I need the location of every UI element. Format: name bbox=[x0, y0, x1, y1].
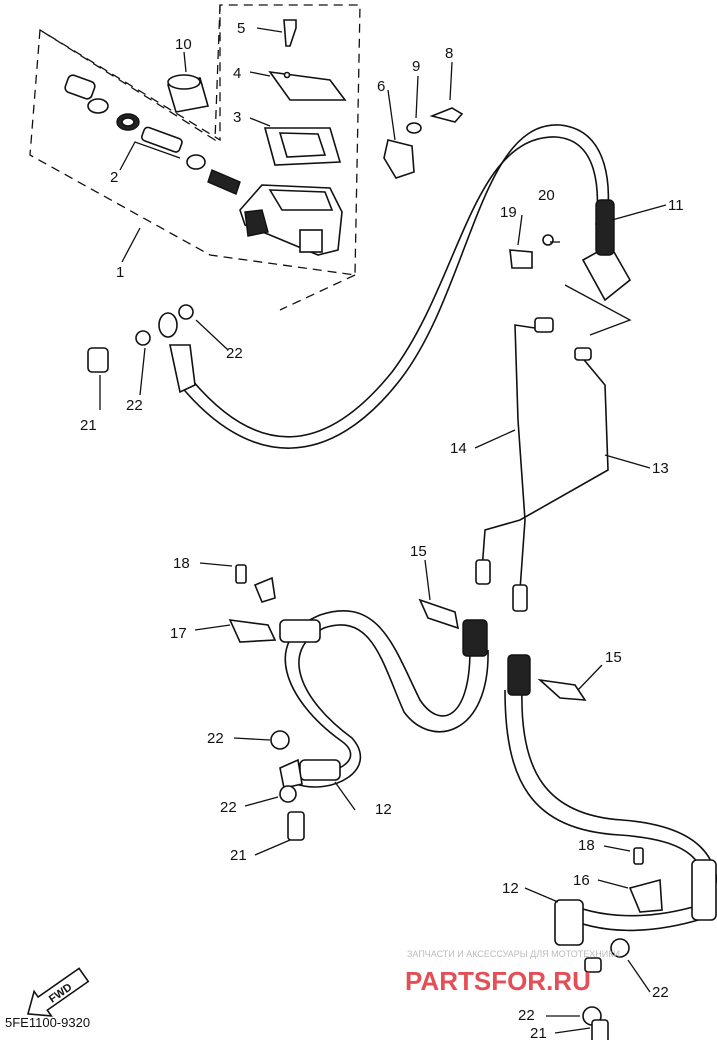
callout-10: 10 bbox=[175, 36, 192, 53]
callout-15b: 15 bbox=[605, 649, 622, 666]
master-cylinder bbox=[239, 19, 347, 256]
callout-5: 5 bbox=[237, 20, 245, 37]
callout-18a: 18 bbox=[173, 555, 190, 572]
callout-6: 6 bbox=[377, 78, 385, 95]
callout-12b: 12 bbox=[502, 880, 519, 897]
brake-hose-upper bbox=[158, 124, 610, 449]
callout-22e: 22 bbox=[518, 1007, 535, 1024]
master-cylinder-assembly-boundary bbox=[29, 4, 361, 311]
callout-20: 20 bbox=[538, 187, 555, 204]
callout-8: 8 bbox=[445, 45, 453, 62]
callout-labels: 1 2 3 4 5 6 8 9 10 11 12 12 13 14 15 15 … bbox=[80, 20, 684, 1040]
callout-22d: 22 bbox=[220, 799, 237, 816]
callout-21c: 21 bbox=[530, 1025, 547, 1040]
callout-13: 13 bbox=[652, 460, 669, 477]
brake-pipes bbox=[475, 317, 609, 612]
callout-15a: 15 bbox=[410, 543, 427, 560]
callout-21b: 21 bbox=[230, 847, 247, 864]
watermark-tagline: ЗАПЧАСТИ И АКСЕССУАРЫ ДЛЯ МОТОТЕХНИКИ bbox=[407, 949, 620, 959]
callout-9: 9 bbox=[412, 58, 420, 75]
union-bolts-washers bbox=[87, 304, 630, 1040]
watermark-brand: PARTSFOR.RU bbox=[405, 966, 591, 996]
watermark: ЗАПЧАСТИ И АКСЕССУАРЫ ДЛЯ МОТОТЕХНИКИ PA… bbox=[405, 949, 620, 996]
piston-kit bbox=[64, 74, 241, 195]
callout-22b: 22 bbox=[126, 397, 143, 414]
brake-hose-left bbox=[279, 609, 489, 789]
callout-2: 2 bbox=[110, 169, 118, 186]
callout-4: 4 bbox=[233, 65, 241, 82]
callout-18b: 18 bbox=[578, 837, 595, 854]
callout-22a: 22 bbox=[226, 345, 243, 362]
callout-14: 14 bbox=[450, 440, 467, 457]
three-way-joint bbox=[509, 199, 632, 336]
callout-17: 17 bbox=[170, 625, 187, 642]
boot bbox=[166, 74, 210, 113]
callout-1: 1 bbox=[116, 264, 124, 281]
callout-22c: 22 bbox=[207, 730, 224, 747]
brake-hose-right bbox=[504, 654, 717, 946]
diagram-code: 5FE1100-9320 bbox=[5, 1015, 90, 1030]
callout-22f: 22 bbox=[652, 984, 669, 1001]
callout-11: 11 bbox=[668, 197, 684, 214]
callout-21a: 21 bbox=[80, 417, 97, 434]
leader-lines bbox=[99, 27, 667, 1034]
hose-clamps bbox=[228, 564, 663, 913]
callout-3: 3 bbox=[233, 109, 241, 126]
callout-16: 16 bbox=[573, 872, 590, 889]
brake-switch bbox=[383, 107, 464, 179]
callout-19: 19 bbox=[500, 204, 517, 221]
callout-12a: 12 bbox=[375, 801, 392, 818]
